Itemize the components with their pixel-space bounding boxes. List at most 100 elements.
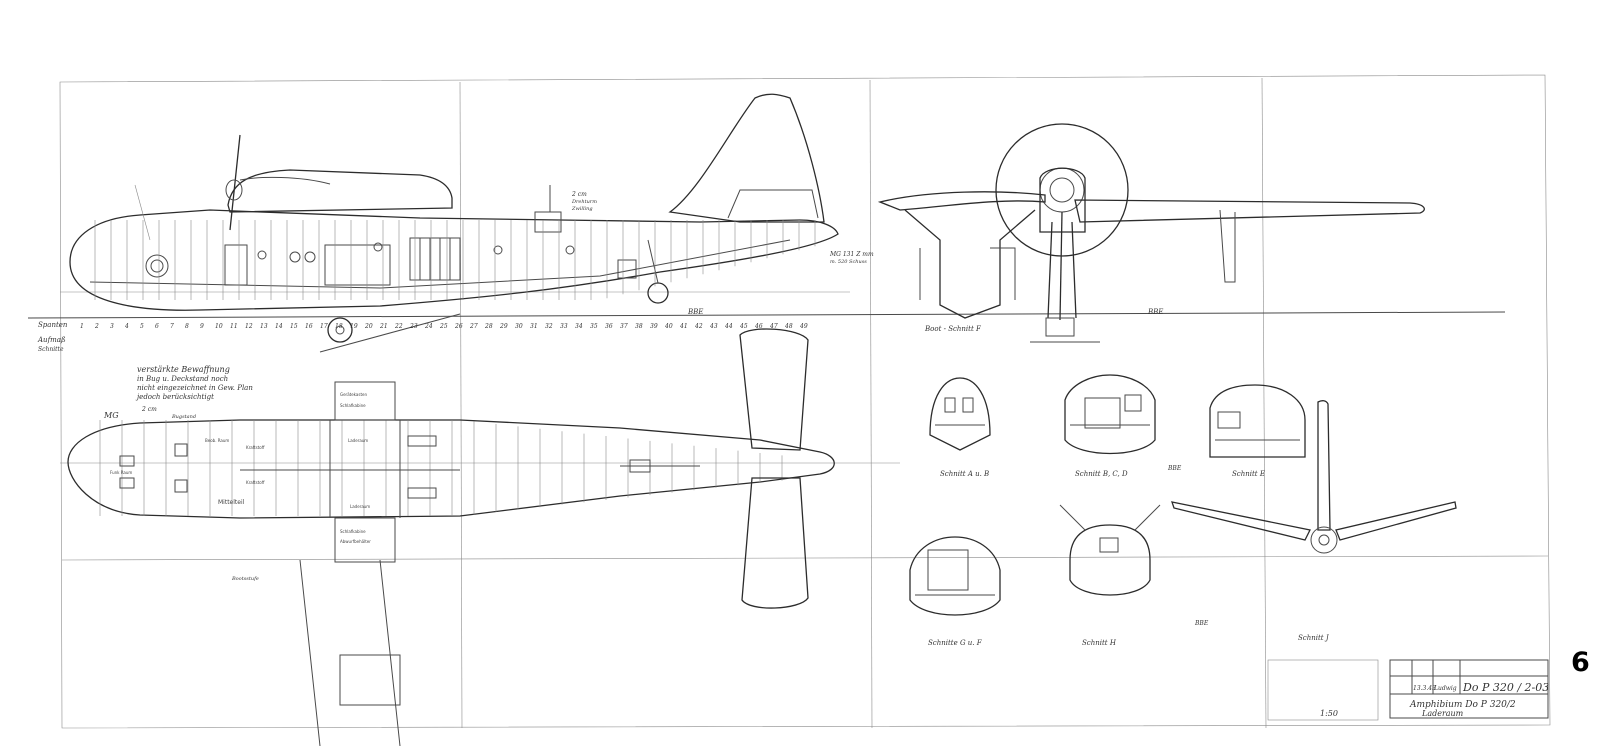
frame-number: 23 [409, 323, 418, 330]
frame-number: 2 [94, 323, 99, 330]
frame-number: 9 [200, 323, 204, 330]
frame-number: 25 [439, 323, 448, 330]
frame-number: 31 [530, 323, 538, 330]
mg-note-line-2: m. 520 Schuss [830, 259, 867, 265]
bugstand-label: Bugstand [171, 414, 196, 420]
bbe-bottom-label: BBE [1194, 620, 1209, 627]
wing-label-6: Abwurfbehälter [340, 539, 371, 544]
armament-note-line-3: nicht eingezeichnet in Gew. Plan [137, 384, 253, 392]
frame-number: 1 [80, 323, 84, 330]
frame-number: 28 [484, 323, 493, 330]
section-gf-label: Schnitte G u. F [928, 639, 983, 647]
armament-note-line-1: verstärkte Bewaffnung [137, 365, 230, 374]
frame-number: 33 [560, 323, 568, 330]
frame-number: 21 [379, 323, 388, 330]
armament-note-line-2: in Bug u. Deckstand noch [137, 375, 228, 383]
section-bcd-label: Schnitt B, C, D [1075, 470, 1128, 478]
frame-number: 24 [424, 323, 433, 330]
frame-number: 11 [230, 323, 238, 330]
drawn-by-label: Ludwig [1433, 685, 1457, 692]
frame-number: 4 [124, 323, 129, 330]
frame-number: 40 [664, 323, 673, 330]
frame-number: 18 [335, 323, 343, 330]
deck-label-4: Mittelteil [218, 499, 245, 506]
frame-number: 49 [799, 323, 808, 330]
frame-number: 26 [454, 323, 463, 330]
rear-step-label: Bootsstufe [231, 576, 259, 582]
frame-number: 6 [155, 323, 159, 330]
frame-number: 30 [515, 323, 523, 330]
date-label: 13.3.43 [1413, 685, 1436, 692]
frame-number: 15 [290, 323, 298, 330]
cross-section-a-b [929, 377, 991, 451]
aufmass-label: Aufmaß [37, 336, 66, 344]
frame-number: 13 [260, 323, 268, 330]
scale-label: 1:50 [1320, 709, 1338, 718]
section-e-label: Schnitt E [1232, 470, 1265, 478]
mg-note-line-1: MG 131 Z mm [829, 251, 874, 258]
frame-number: 37 [620, 323, 628, 330]
frame-number: 7 [170, 323, 174, 330]
twin-cm-label: 2 cm [141, 406, 157, 413]
cross-section-j [1171, 400, 1457, 554]
frame-number: 41 [679, 323, 688, 330]
side-view [69, 93, 839, 353]
frame-number: 8 [185, 323, 189, 330]
bbe-side-label: BBE [687, 308, 703, 316]
armament-note-line-4: jedoch berücksichtigt [135, 393, 214, 401]
section-h-label: Schnitt H [1082, 639, 1117, 647]
frame-number: 39 [650, 323, 658, 330]
frame-number: 17 [320, 323, 328, 330]
cross-section-e [1209, 384, 1306, 458]
frame-number: 12 [245, 323, 253, 330]
frame-number: 38 [635, 323, 643, 330]
cross-section-h [1059, 504, 1161, 596]
deck-label-5: Laderaum [350, 504, 370, 509]
page-number: 6 [1571, 647, 1590, 678]
frame-number: 36 [605, 323, 613, 330]
frame-number: 16 [305, 323, 313, 330]
frame-number: 29 [499, 323, 508, 330]
drawing-title-label: Amphibium Do P 320/2 [1409, 700, 1516, 710]
deck-label-1: Beob. Raum [205, 438, 229, 443]
dorsal-note-line-2: Drehturm [571, 199, 597, 205]
drawing-number-label: Do P 320 / 2-03 [1462, 681, 1549, 694]
wing-label-4: Kraftstoff [246, 480, 265, 485]
frame-number: 5 [140, 323, 144, 330]
frame-number: 35 [590, 323, 598, 330]
frame-number: 42 [694, 323, 703, 330]
frame-number: 32 [545, 323, 553, 330]
frame-number: 3 [110, 323, 114, 330]
deck-label-3: Laderaum [348, 438, 368, 443]
wing-label-1: Gerätekasten [340, 392, 367, 397]
frame-number: 19 [350, 323, 358, 330]
deck-label-2: Funk Raum [110, 470, 132, 475]
frame-number: 22 [394, 323, 403, 330]
frame-number: 43 [709, 323, 718, 330]
drawing-subtitle-label: Laderaum [1421, 709, 1464, 718]
frame-number: 20 [364, 323, 373, 330]
title-block [1267, 659, 1549, 721]
dorsal-note-line-3: Zwilling [571, 206, 593, 212]
frame-number: 46 [754, 323, 763, 330]
dorsal-note-line-1: 2 cm [571, 191, 587, 198]
wing-label-2: Schlafkabine [340, 403, 366, 408]
spant-label: Spanten [38, 321, 68, 329]
frame-number: 45 [739, 323, 748, 330]
cross-section-g-f [909, 536, 1001, 616]
frame-number: 10 [215, 323, 223, 330]
frame-number: 34 [575, 323, 583, 330]
frame-number: 48 [784, 323, 793, 330]
wing-label-3: Kraftstoff [246, 445, 265, 450]
frame-number: 47 [769, 323, 778, 330]
datum-line-side [27, 311, 1506, 319]
plan-view [67, 328, 835, 746]
schnitte-label: Schnitte [38, 346, 64, 353]
mg-label: MG [103, 411, 119, 420]
wing-label-5: Schlafkabine [340, 529, 366, 534]
section-j-label: Schnitt J [1298, 634, 1330, 642]
front-view [877, 123, 1425, 343]
bbe-sections-label: BBE [1167, 465, 1182, 472]
